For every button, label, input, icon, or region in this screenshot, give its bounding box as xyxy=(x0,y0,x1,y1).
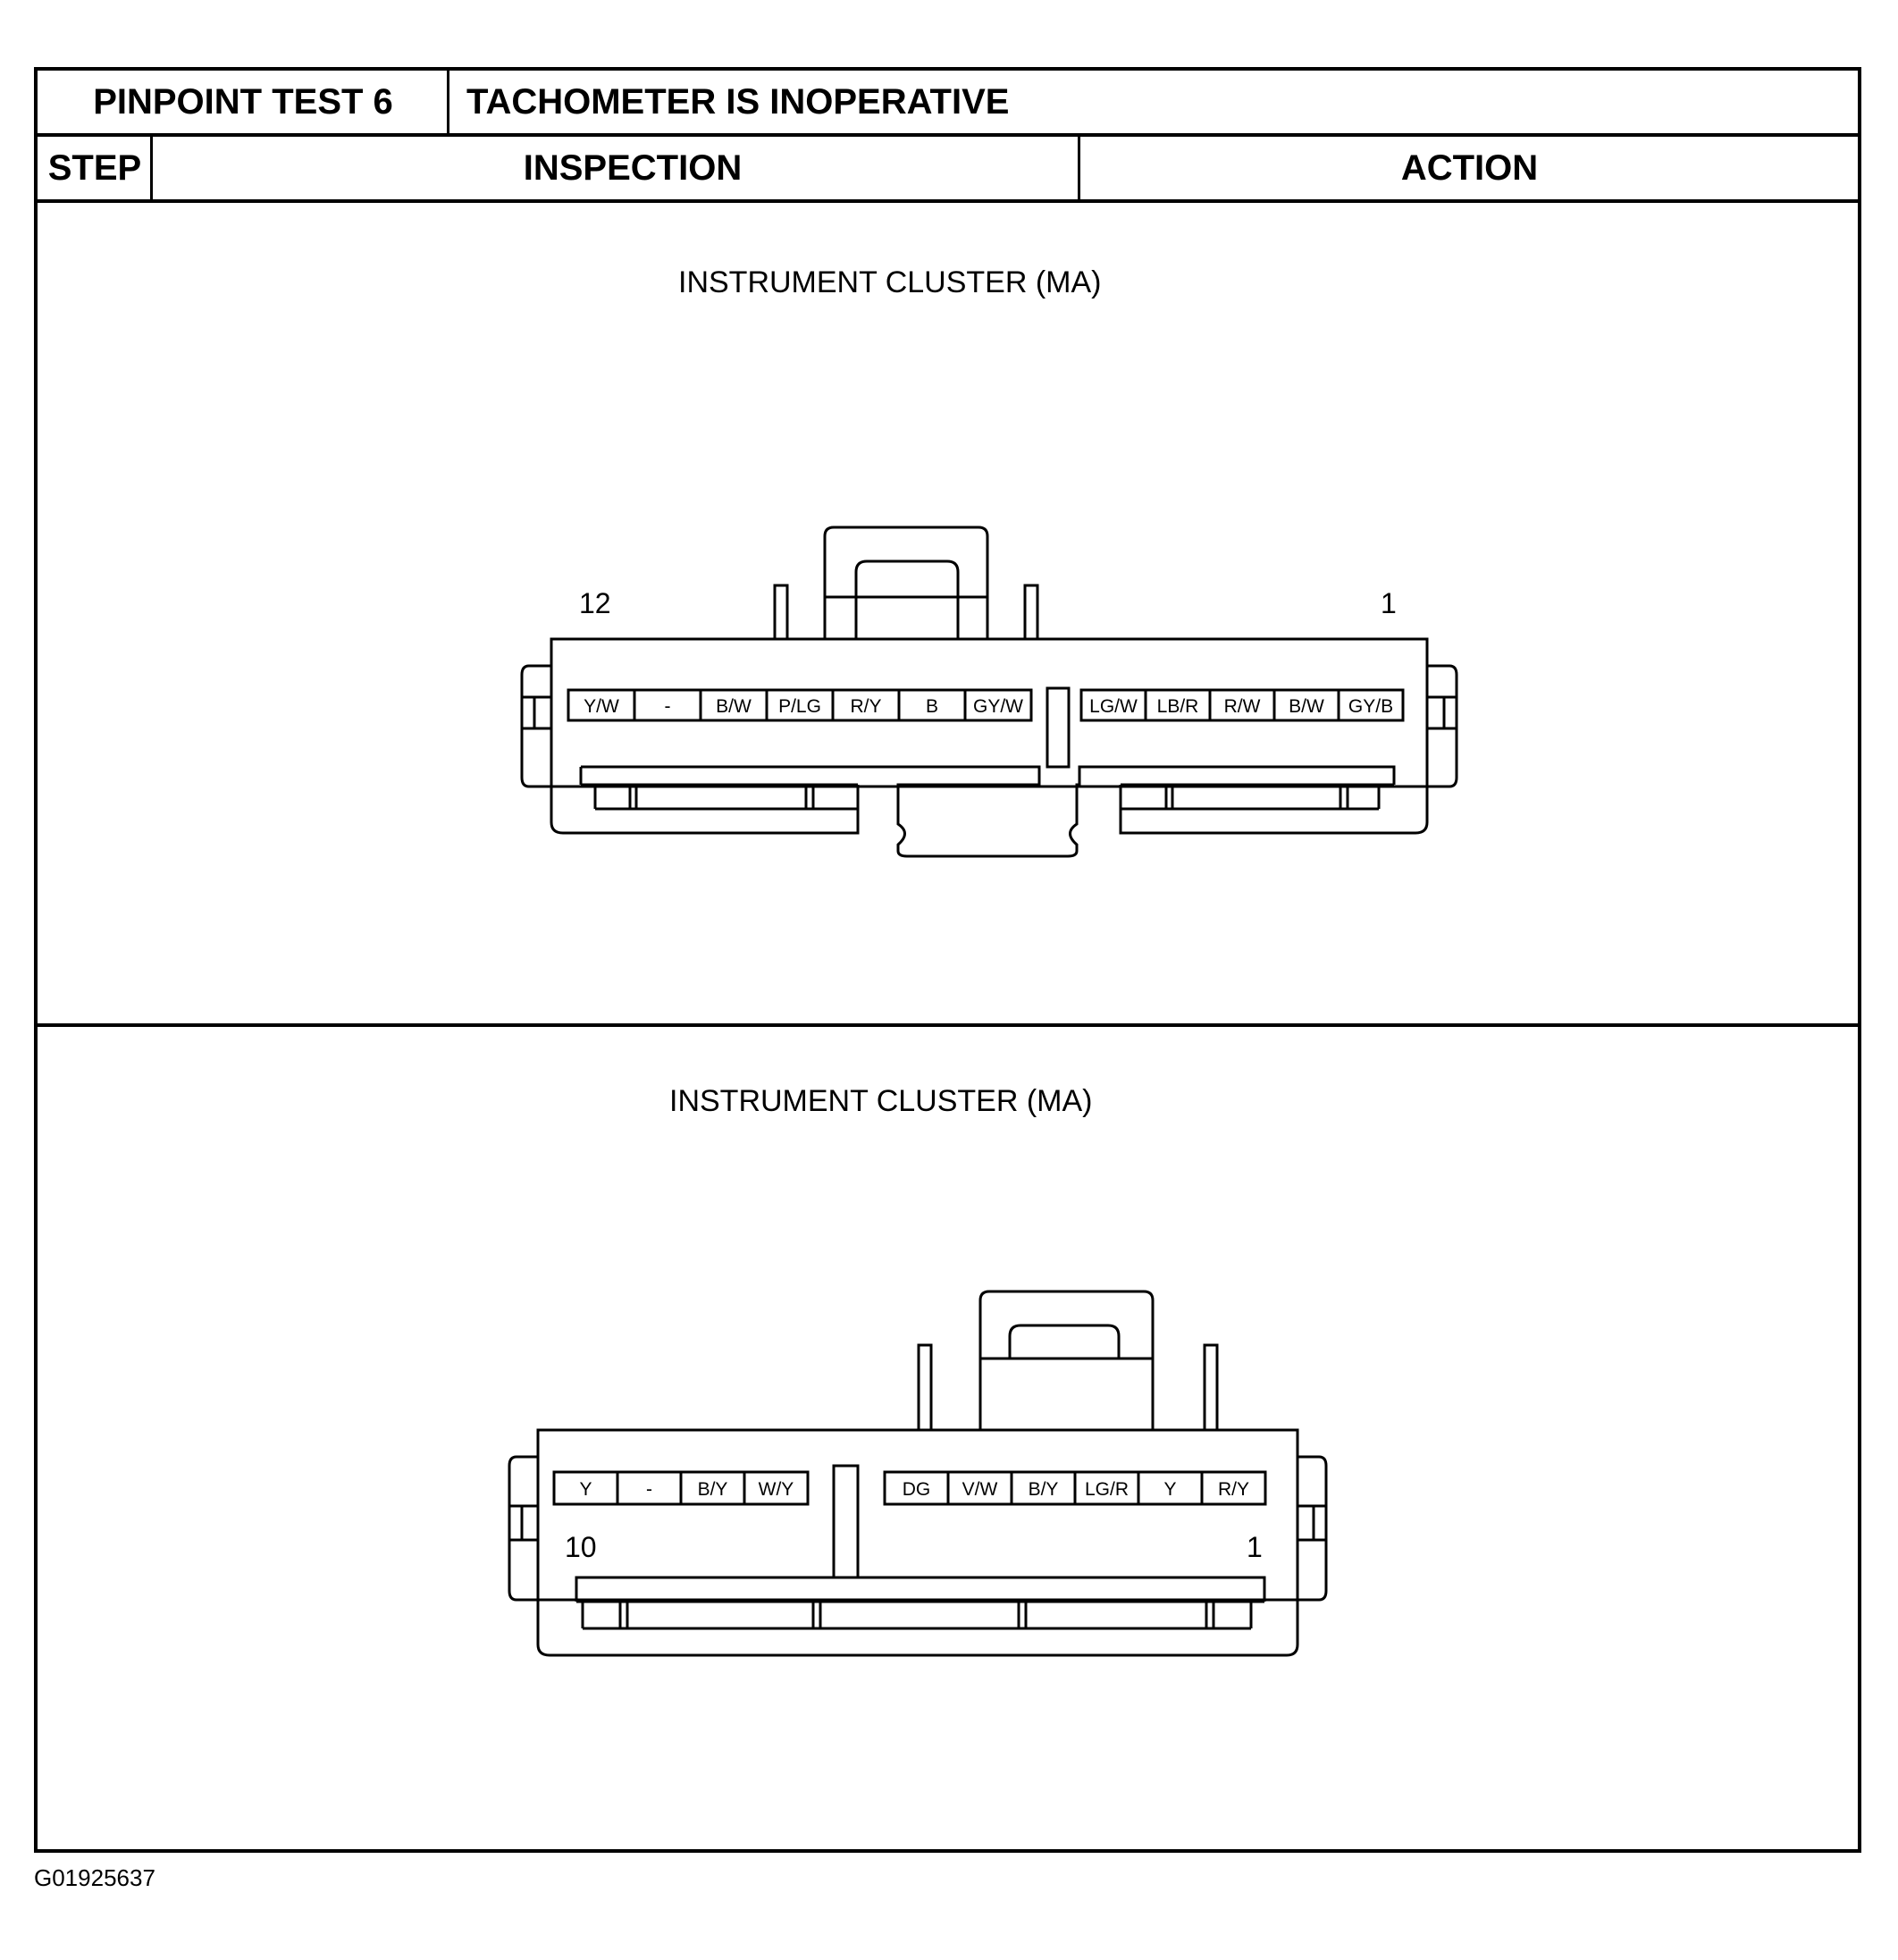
step-column-header: STEP xyxy=(38,137,152,199)
top-connector-body xyxy=(520,526,1458,858)
wire-cell xyxy=(765,688,835,722)
action-column-header: ACTION xyxy=(1081,137,1858,199)
top-right-wire-row: LG/W LB/R R/W B/W GY/B xyxy=(1079,688,1405,722)
step-divider xyxy=(150,137,153,199)
bottom-pin-1-label: 1 xyxy=(1247,1531,1263,1563)
wire-cell xyxy=(963,688,1033,722)
top-pin-1-label: 1 xyxy=(1381,587,1397,619)
wire-color-label: B/Y xyxy=(1029,1479,1059,1500)
wire-color-label: B/Y xyxy=(698,1479,728,1500)
bottom-connector-caption: INSTRUMENT CLUSTER (MA) xyxy=(669,1084,1093,1118)
wire-color-label: LG/W xyxy=(1089,696,1138,717)
wire-color-label: V/W xyxy=(962,1479,998,1500)
inspection-label: INSPECTION xyxy=(523,147,743,188)
inspection-column-header: INSPECTION xyxy=(154,137,1112,199)
inspection-divider xyxy=(1078,137,1080,199)
action-label: ACTION xyxy=(1400,147,1539,188)
bottom-right-wire-row: DG V/W B/Y LG/R Y R/Y xyxy=(883,1470,1267,1506)
wire-cell xyxy=(1200,1470,1267,1506)
wire-color-label: R/Y xyxy=(1218,1479,1249,1500)
bottom-pin-10-label: 10 xyxy=(565,1531,597,1563)
wire-color-label: P/LG xyxy=(778,696,821,717)
wire-color-label: B/W xyxy=(716,696,752,717)
bottom-connector-body xyxy=(508,1290,1328,1657)
wire-cell xyxy=(552,1470,619,1506)
test-title: TACHOMETER IS INOPERATIVE xyxy=(466,81,1010,122)
step-label: STEP xyxy=(47,147,142,188)
wire-color-label: Y/W xyxy=(584,696,619,717)
figure-id: G01925637 xyxy=(34,1864,155,1891)
test-title-cell: TACHOMETER IS INOPERATIVE xyxy=(466,71,1807,133)
wire-color-label: - xyxy=(665,696,671,717)
wire-cell xyxy=(1272,688,1340,722)
test-number-cell: PINPOINT TEST 6 xyxy=(38,71,449,133)
header-rule-1 xyxy=(38,133,1858,137)
wire-color-label: Y xyxy=(1163,1479,1176,1500)
wire-color-label: Y xyxy=(579,1479,592,1500)
header-rule-2 xyxy=(38,199,1858,203)
wire-color-label: LG/R xyxy=(1085,1479,1129,1500)
wire-color-label: LB/R xyxy=(1157,696,1199,717)
wire-color-label: DG xyxy=(903,1479,931,1500)
pinpoint-test-table: PINPOINT TEST 6 TACHOMETER IS INOPERATIV… xyxy=(34,67,1861,1853)
wire-cell xyxy=(743,1470,810,1506)
wire-color-label: R/Y xyxy=(850,696,881,717)
top-pin-12-label: 12 xyxy=(579,587,611,619)
wire-cell xyxy=(897,688,967,722)
wire-color-label: - xyxy=(646,1479,652,1500)
wire-cell xyxy=(699,688,768,722)
wire-color-label: GY/W xyxy=(973,696,1023,717)
wire-color-label: W/Y xyxy=(759,1479,794,1500)
figure-separator xyxy=(38,1023,1858,1027)
header-divider xyxy=(447,71,449,133)
top-left-wire-row: Y/W - B/W P/LG R/Y B GY/W xyxy=(567,688,1033,722)
wire-color-label: R/W xyxy=(1224,696,1261,717)
wire-cell xyxy=(1208,688,1276,722)
test-number: PINPOINT TEST 6 xyxy=(93,81,393,122)
wire-color-label: B xyxy=(926,696,938,717)
wire-color-label: GY/B xyxy=(1348,696,1393,717)
wire-cell xyxy=(1337,688,1405,722)
wire-cell xyxy=(633,688,702,722)
top-connector-caption: INSTRUMENT CLUSTER (MA) xyxy=(678,265,1102,299)
wire-cell xyxy=(679,1470,746,1506)
bottom-left-wire-row: Y - B/Y W/Y xyxy=(552,1470,810,1506)
wire-color-label: B/W xyxy=(1289,696,1324,717)
